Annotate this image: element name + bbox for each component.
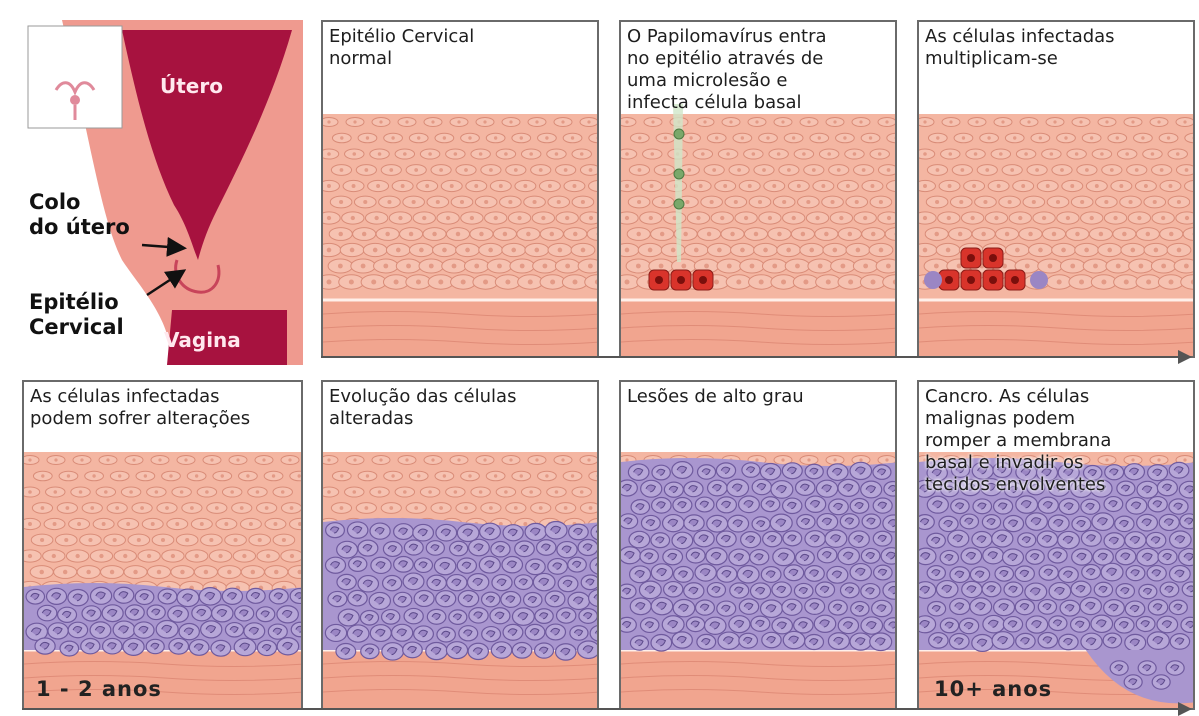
panel-evolve: Evolução das células alteradas [321,380,599,710]
timeline-arrowhead-bottom [1178,702,1192,716]
timeline-arrowhead-top [1178,350,1192,364]
tissue-multiply [919,22,1195,358]
panel-highgrade: Lesões de alto grau [619,380,897,710]
panel-normal: Epitélio Cervical normal [321,20,599,358]
timeline-arrow-top [321,356,1179,358]
panel-cancer: Cancro. As células malignas podem romper… [917,380,1195,710]
pointer-arrows [22,20,303,365]
panel-multiply-title: As células infectadas multiplicam-se [925,26,1187,70]
timeline-end-label: 10+ anos [934,677,1052,701]
panel-infect-title: O Papilomavírus entra no epitélio atravé… [627,26,889,114]
panel-alter: As células infectadas podem sofrer alter… [22,380,303,710]
timeline-arrow-bottom [22,708,1179,710]
anatomy-panel: Útero Colo do útero Epitélio Cervical Va… [22,20,303,365]
panel-alter-title: As células infectadas podem sofrer alter… [30,386,295,430]
panel-evolve-title: Evolução das células alteradas [329,386,591,430]
tissue-evolve [323,382,599,710]
panel-normal-title: Epitélio Cervical normal [329,26,591,70]
tissue-highgrade [621,382,897,710]
panel-multiply: As células infectadas multiplicam-se [917,20,1195,358]
tissue-alter [24,382,303,710]
panel-cancer-title: Cancro. As células malignas podem romper… [925,386,1187,496]
timeline-start-label: 1 - 2 anos [36,677,162,701]
panel-highgrade-title: Lesões de alto grau [627,386,889,408]
panel-infect: O Papilomavírus entra no epitélio atravé… [619,20,897,358]
tissue-normal [323,22,599,358]
